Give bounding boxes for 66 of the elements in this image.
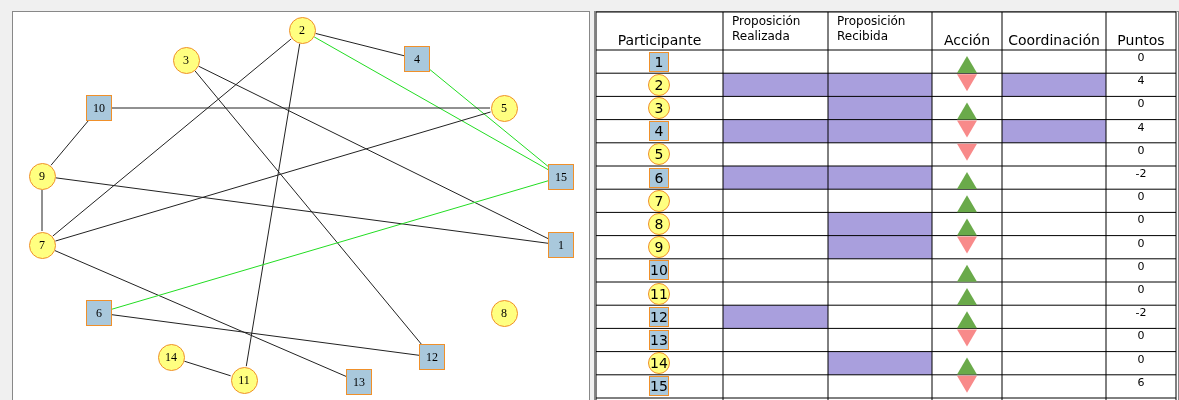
node-label: 9: [39, 168, 45, 184]
node-label: 12: [426, 349, 438, 365]
connector-line: [245, 43, 301, 367]
points-value: 0: [1136, 283, 1146, 296]
square-node: [548, 232, 574, 258]
node-label: 15: [555, 169, 567, 185]
node-label: 6: [96, 305, 102, 321]
node-label: 10: [93, 100, 105, 116]
connector-line: [41, 189, 43, 232]
square-badge: 15: [649, 376, 669, 397]
column-header: Puntos: [1116, 31, 1166, 50]
connector-line: [183, 360, 232, 377]
node-label: 5: [501, 100, 507, 116]
connector-line: [429, 69, 549, 167]
points-value: 0: [1136, 143, 1146, 157]
square-node: [404, 46, 430, 72]
connector-line: [111, 107, 491, 109]
points-value: 0: [1136, 236, 1146, 250]
square-badge: 6: [649, 167, 669, 188]
column-header: Participante: [616, 31, 703, 50]
connector-line: [111, 180, 549, 310]
points-value: 0: [1136, 51, 1146, 64]
square-node: [419, 344, 445, 370]
square-badge: 13: [649, 330, 669, 350]
connector-line: [50, 120, 89, 166]
square-badge: 1: [649, 51, 669, 72]
points-value: -2: [1134, 306, 1148, 320]
square-badge: 12: [649, 306, 669, 327]
points-value: 4: [1136, 120, 1146, 134]
connector-line: [194, 70, 422, 345]
connector-line: [313, 36, 549, 171]
points-value: 0: [1136, 352, 1146, 366]
points-value: 0: [1136, 190, 1146, 204]
node-label: 2: [299, 22, 305, 38]
connector-line: [54, 111, 492, 242]
connector-line: [315, 32, 405, 57]
connector-line: [111, 314, 420, 356]
square-node: [548, 164, 574, 190]
column-header: Proposición Recibida: [837, 13, 907, 45]
node-label: 11: [238, 372, 250, 388]
points-value: 0: [1136, 329, 1146, 343]
points-value: 4: [1136, 74, 1146, 88]
square-badge: 10: [649, 260, 669, 281]
column-header: Acción: [942, 31, 992, 50]
node-label: 1: [558, 237, 564, 253]
connector-line: [198, 65, 549, 240]
node-label: 7: [39, 237, 45, 253]
node-label: 14: [165, 349, 177, 365]
square-badge: 4: [649, 121, 669, 142]
column-header: Coordinación: [1007, 31, 1101, 50]
node-label: 3: [183, 52, 189, 68]
node-label: 8: [501, 305, 507, 321]
connector-line: [55, 177, 549, 244]
connector-line: [54, 250, 347, 377]
points-value: -2: [1134, 167, 1148, 180]
square-node: [86, 300, 112, 326]
column-header: Proposición Realizada: [732, 13, 802, 45]
points-value: 0: [1136, 97, 1146, 111]
points-value: 6: [1136, 375, 1146, 389]
square-node: [86, 95, 112, 121]
points-value: 0: [1136, 259, 1146, 273]
node-label: 13: [353, 374, 365, 390]
square-node: [346, 369, 372, 395]
node-label: 4: [414, 51, 420, 67]
connector-line: [52, 38, 292, 237]
points-value: 0: [1136, 213, 1146, 227]
